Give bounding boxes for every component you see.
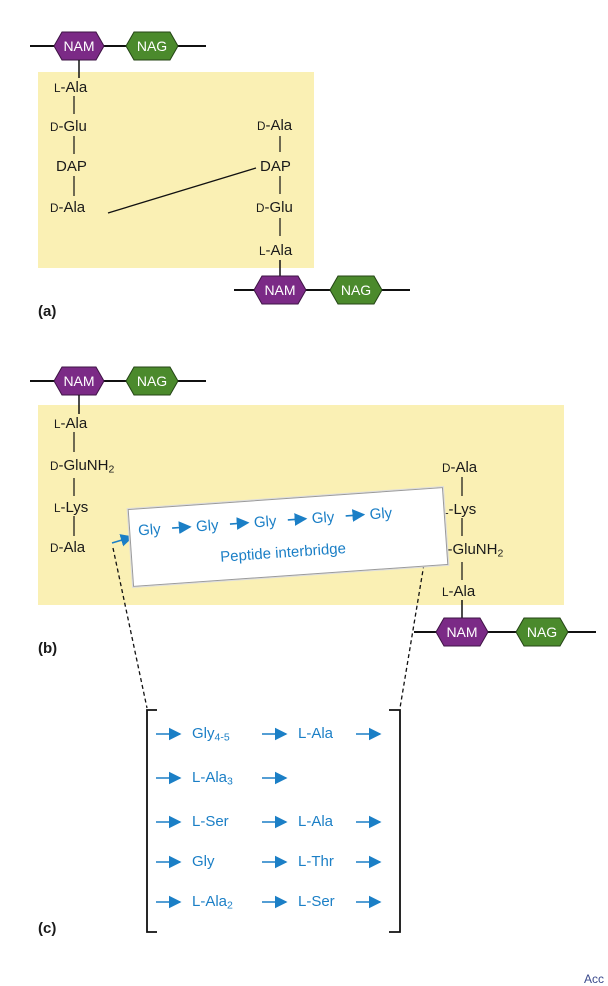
b-right-residue-2: L-Lys (442, 501, 477, 518)
a-left-residue-4: D-Ala (50, 199, 86, 216)
a-right-residue-1: D-Ala (257, 117, 293, 134)
b-left-residue-1: L-Ala (54, 415, 88, 432)
c-row-2-first: L-Ala3 (192, 769, 233, 788)
hex-b-bottom-nag: NAG (515, 617, 569, 647)
hex-b-top-nam: NAM (53, 366, 105, 396)
hex-b-top-nag-label: NAG (137, 373, 167, 389)
a-left-residue-2: D-Glu (50, 118, 87, 135)
a-right-residue-3: D-Glu (256, 199, 293, 216)
hex-a-top-nam-label: NAM (63, 38, 94, 54)
panel-b-label: (b) (38, 640, 58, 657)
panel-a-background (38, 72, 314, 268)
b-right-residue-3: D-GluNH2 (439, 541, 504, 560)
hex-a-top-nag: NAG (125, 31, 179, 61)
b-right-residue-4: L-Ala (442, 583, 476, 600)
hex-a-bottom-nam-label: NAM (264, 282, 295, 298)
hex-b-bottom-nag-label: NAG (527, 624, 557, 640)
c-row-4-second: L-Thr (298, 853, 334, 870)
peptide-interbridge-box: Gly Gly Gly Gly Gly Peptide interbridge (127, 487, 449, 587)
a-left-residue-1: L-Ala (54, 79, 88, 96)
a-left-residue-3: DAP (56, 158, 87, 175)
bridge-gly-1: Gly (137, 520, 162, 540)
hex-b-top-nag: NAG (125, 366, 179, 396)
bridge-gly-2: Gly (195, 516, 220, 536)
hex-b-bottom-nam: NAM (435, 617, 489, 647)
c-row-1-second: L-Ala (298, 725, 334, 742)
watermark-text: Acc (584, 972, 605, 986)
a-right-residue-4: L-Ala (259, 242, 293, 259)
hex-b-top-nam-label: NAM (63, 373, 94, 389)
interbridge-arrows (172, 509, 366, 534)
hex-a-top-nam: NAM (53, 31, 105, 61)
hex-b-bottom-nam-label: NAM (446, 624, 477, 640)
c-row-1-first: Gly4-5 (192, 725, 230, 744)
c-row-5-second: L-Ser (298, 893, 335, 910)
bridge-gly-3: Gly (253, 512, 277, 532)
panel-a-label: (a) (38, 303, 57, 320)
hex-a-bottom-nam: NAM (253, 275, 307, 305)
b-left-residue-2: D-GluNH2 (50, 457, 115, 476)
c-row-3-first: L-Ser (192, 813, 229, 830)
bridge-gly-5: Gly (369, 504, 393, 524)
hex-a-bottom-nag-label: NAG (341, 282, 371, 298)
b-left-residue-3: L-Lys (54, 499, 89, 516)
c-row-4-first: Gly (192, 853, 215, 870)
c-row-5-first: L-Ala2 (192, 893, 233, 912)
b-right-residue-1: D-Ala (442, 459, 478, 476)
panel-c-label: (c) (38, 920, 57, 937)
panel-c-arrows (156, 727, 382, 909)
bridge-gly-4: Gly (311, 508, 335, 528)
c-row-3-second: L-Ala (298, 813, 334, 830)
a-right-residue-2: DAP (260, 158, 291, 175)
b-left-residue-4: D-Ala (50, 539, 86, 556)
hex-a-top-nag-label: NAG (137, 38, 167, 54)
hex-a-bottom-nag: NAG (329, 275, 383, 305)
